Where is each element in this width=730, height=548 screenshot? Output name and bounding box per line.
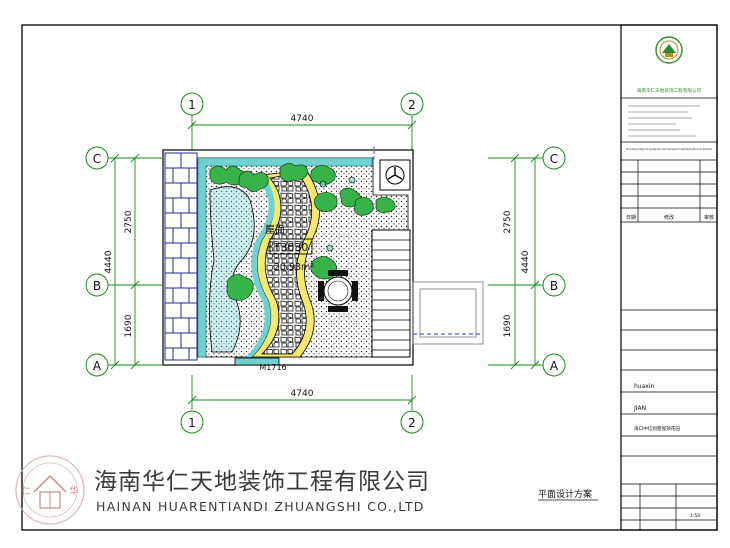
brick-wall [164,152,198,361]
dim-width-top: 4740 [291,114,314,124]
rev-label-date: 日期 [626,215,636,221]
dim-height-lower-left: 1690 [124,314,134,337]
company-name-en: HAINAN HUARENTIANDI ZHUANGSHI CO.,LTD [96,499,425,514]
ac-fan-icon [379,159,411,191]
scale-value: 1:50 [690,513,700,519]
axis-c-left: C [93,152,101,166]
roof-plan [162,146,484,366]
axis-a-left: A [93,359,102,373]
copyright-note: This drawing & design are copyright and … [625,147,712,151]
dim-height-total-left: 4440 [104,250,114,273]
dim-height-total-right: 4440 [521,250,531,273]
axis-2-top: 2 [408,98,416,112]
door-label: M1716 [259,363,286,372]
axis-b-right: B [550,279,558,293]
company-watermark-logo-icon: 华 仁 [15,455,85,525]
company-watermark: 华 仁 海南华仁天地装饰工程有限公司 HAINAN HUARENTIANDI Z… [10,450,480,530]
drawer-name: huaxin [634,383,655,390]
axis-1-top: 1 [188,98,196,112]
axis-b-left: B [93,279,101,293]
wooden-deck [371,229,411,358]
checker-name: JIAN [633,405,646,412]
title-block-header: 海南华仁天地装饰工程有限公司 [637,87,702,94]
logo-right-char: 仁 [21,485,30,497]
room-code-box [269,238,313,255]
water-edge [197,157,373,358]
title-block: 海南华仁天地装饰工程有限公司 This drawing & design are… [620,24,718,531]
dim-height-lower-right: 1690 [503,314,513,337]
dim-width-bottom: 4740 [291,389,314,399]
axis-a-right: A [550,359,559,373]
logo-left-char: 华 [69,485,78,497]
project-name: 海口中信别墅屋顶花园 [634,425,680,432]
dim-height-upper-left: 2750 [124,210,134,233]
dimension-lines [106,116,545,410]
door-opening [234,357,280,366]
axis-1-bottom: 1 [188,416,196,430]
room-area: 20.93m² [274,262,314,273]
axis-c-right: C [550,152,558,166]
room-label: 屋面 [265,224,285,236]
dim-height-upper-right: 2750 [503,210,513,233]
room-code: T3030 [273,241,309,254]
drawing-title-hint: 平面设计方案 [538,488,592,500]
table-and-chairs [318,270,358,312]
company-name-zh: 海南华仁天地装饰工程有限公司 [94,469,430,495]
axis-bubbles [85,92,566,434]
rev-label-modify: 修改 [664,214,674,221]
company-logo-icon [655,36,683,64]
axis-2-bottom: 2 [408,416,416,430]
rev-label-check: 审核 [704,214,714,221]
